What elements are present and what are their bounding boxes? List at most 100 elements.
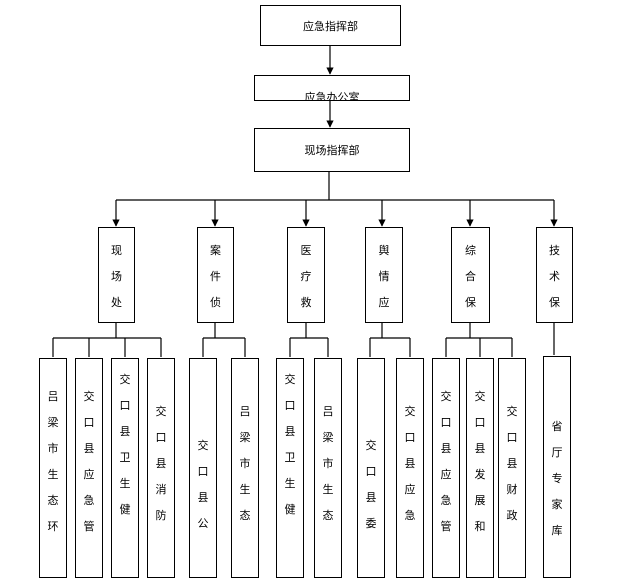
member-char: 健 (119, 503, 131, 516)
member-char: 展 (474, 494, 486, 507)
member-char: 卫 (284, 451, 296, 464)
member-char: 口 (83, 416, 95, 429)
member-char: 县 (197, 491, 209, 504)
member-char: 市 (322, 457, 334, 470)
member-box: 交 口 县 财 政 (498, 358, 526, 578)
member-char: 公 (197, 517, 209, 530)
member-char: 县 (83, 442, 95, 455)
member-char: 政 (506, 509, 518, 522)
member-char: 交 (474, 390, 486, 403)
member-char: 应 (83, 468, 95, 481)
member-char: 县 (440, 442, 452, 455)
member-char: 和 (474, 520, 486, 533)
member-box: 吕 梁 市 生 态 (231, 358, 259, 578)
member-box: 交 口 县 应 急 管 (75, 358, 103, 578)
member-char: 口 (404, 431, 416, 444)
member-char: 急 (440, 494, 452, 507)
member-char: 消 (155, 483, 167, 496)
member-char: 生 (322, 483, 334, 496)
member-char: 态 (239, 509, 251, 522)
field-hq-label: 现场指挥部 (304, 144, 360, 157)
member-char: 生 (284, 477, 296, 490)
group-char: 救 (300, 296, 312, 309)
member-char: 委 (365, 517, 377, 530)
group-char: 场 (111, 270, 122, 283)
group-char: 保 (465, 296, 476, 309)
member-char: 急 (404, 509, 416, 522)
member-char: 吕 (322, 405, 334, 418)
member-char: 吕 (47, 390, 59, 403)
member-char: 口 (284, 399, 296, 412)
member-char: 梁 (239, 431, 251, 444)
member-char: 生 (239, 483, 251, 496)
member-char: 交 (155, 405, 167, 418)
member-box: 交 口 县 公 (189, 358, 217, 578)
group-char: 应 (378, 296, 390, 309)
member-char: 家 (551, 498, 563, 511)
member-char: 态 (322, 509, 334, 522)
member-char: 专 (551, 472, 563, 485)
group-char: 术 (549, 270, 560, 283)
member-char: 县 (506, 457, 518, 470)
member-char: 口 (506, 431, 518, 444)
member-char: 交 (365, 439, 377, 452)
member-char: 交 (197, 439, 209, 452)
group-char: 侦 (210, 296, 221, 309)
member-box: 吕 梁 市 生 态 (314, 358, 342, 578)
group-char: 保 (549, 296, 560, 309)
member-char: 交 (119, 373, 131, 386)
group-char: 案 (210, 244, 221, 257)
member-char: 卫 (119, 451, 131, 464)
member-char: 环 (47, 520, 59, 533)
group-char: 合 (465, 270, 476, 283)
member-char: 口 (365, 465, 377, 478)
member-char: 急 (83, 494, 95, 507)
group-char: 处 (111, 296, 122, 309)
member-char: 县 (365, 491, 377, 504)
group-char: 综 (465, 244, 476, 257)
member-box: 交 口 县 委 (357, 358, 385, 578)
member-box: 交 口 县 卫 生 健 (276, 358, 304, 578)
member-box: 吕 梁 市 生 态 环 (39, 358, 67, 578)
member-char: 厅 (551, 446, 563, 459)
member-char: 交 (83, 390, 95, 403)
member-char: 梁 (47, 416, 59, 429)
member-char: 管 (440, 520, 452, 533)
group-box-case-investigation: 案 件 侦 (197, 227, 234, 323)
group-box-technical-support: 技 术 保 (536, 227, 573, 323)
member-box: 交 口 县 应 急 (396, 358, 424, 578)
member-char: 口 (155, 431, 167, 444)
member-char: 生 (119, 477, 131, 490)
member-char: 应 (440, 468, 452, 481)
member-char: 吕 (239, 405, 251, 418)
group-char: 现 (111, 244, 122, 257)
member-char: 生 (47, 468, 59, 481)
member-char: 市 (47, 442, 59, 455)
member-char: 县 (404, 457, 416, 470)
group-char: 疗 (300, 270, 312, 283)
member-char: 财 (506, 483, 518, 496)
member-char: 防 (155, 509, 167, 522)
member-char: 口 (119, 399, 131, 412)
field-hq-box: 现场指挥部 (254, 128, 410, 172)
group-char: 技 (549, 244, 560, 257)
emergency-office-box: 应急办公室 (254, 75, 410, 101)
member-box: 交 口 县 消 防 (147, 358, 175, 578)
group-box-site-handling: 现 场 处 (98, 227, 135, 323)
member-char: 发 (474, 468, 486, 481)
command-hq-label: 应急指挥部 (303, 19, 358, 33)
member-char: 县 (119, 425, 131, 438)
member-char: 县 (284, 425, 296, 438)
member-char: 管 (83, 520, 95, 533)
group-box-medical-rescue: 医 疗 救 (287, 227, 325, 323)
member-char: 态 (47, 494, 59, 507)
member-char: 应 (404, 483, 416, 496)
member-char: 县 (474, 442, 486, 455)
group-char: 舆 (378, 244, 390, 257)
member-char: 省 (551, 420, 563, 433)
command-hq-box: 应急指挥部 (260, 5, 401, 46)
member-char: 交 (506, 405, 518, 418)
member-char: 口 (474, 416, 486, 429)
member-char: 口 (440, 416, 452, 429)
